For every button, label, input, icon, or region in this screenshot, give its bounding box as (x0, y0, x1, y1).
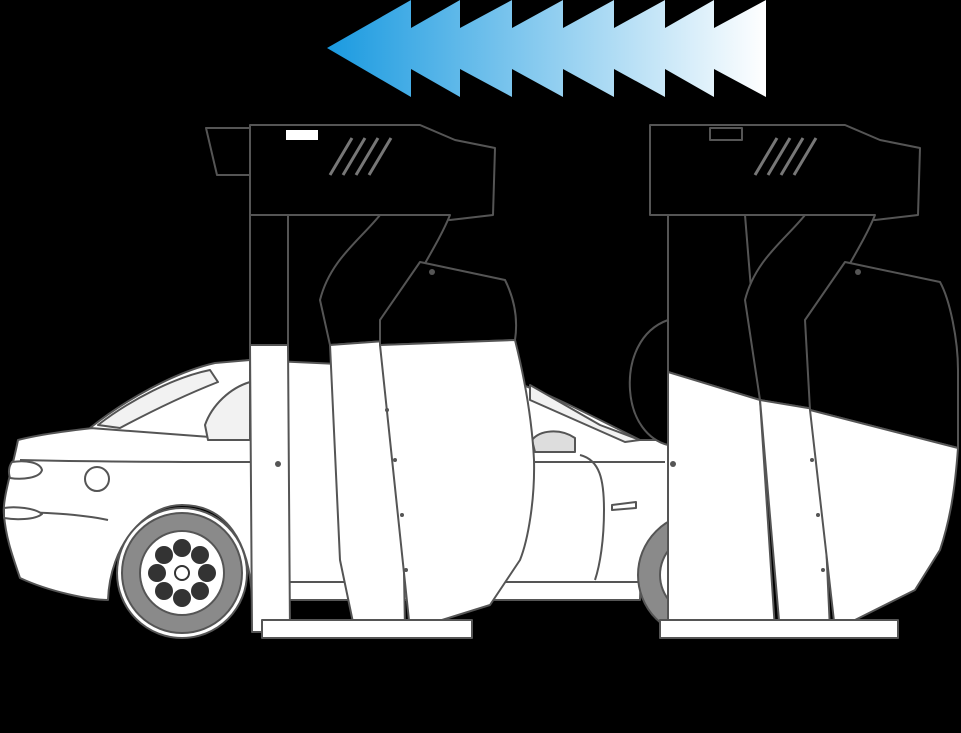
dryer-unit-rear (628, 124, 959, 639)
dryer-base (261, 619, 473, 639)
car-rear-window (97, 369, 219, 429)
car-fuel-door (84, 466, 110, 492)
left-chevron-arrow-icon (327, 0, 766, 97)
dryer-side-panel-lower (809, 409, 959, 631)
dryer-top-notch (709, 127, 743, 141)
dryer-top-head (249, 124, 496, 221)
dryer-label-plate (286, 130, 318, 140)
dryer-fan-housing (205, 127, 251, 176)
car-tail-light (7, 460, 43, 480)
car-waistline (19, 459, 665, 463)
vent-grille (328, 137, 393, 176)
vent-grille (753, 137, 818, 176)
panel-bolts (670, 269, 861, 572)
dryer-side-panel-lower (379, 339, 536, 631)
dryer-base (659, 619, 899, 639)
car-door-line (579, 454, 605, 581)
dryer-top-head (649, 124, 921, 221)
dryer-fan-disc (628, 319, 669, 446)
car-rear-bumper-line (3, 506, 43, 521)
dryer-column-lower (249, 344, 291, 633)
car-side-marker (611, 501, 637, 511)
car-windshield (529, 384, 641, 443)
dryer-side-panel-upper (804, 261, 959, 449)
dryer-column-lower (667, 371, 776, 633)
direction-arrow (327, 0, 766, 97)
dryer-column (249, 214, 289, 346)
car-mirror (531, 430, 576, 453)
panel-bolts (275, 269, 435, 572)
car-rear-wheel (116, 507, 248, 639)
dryer-unit-front (205, 124, 536, 639)
